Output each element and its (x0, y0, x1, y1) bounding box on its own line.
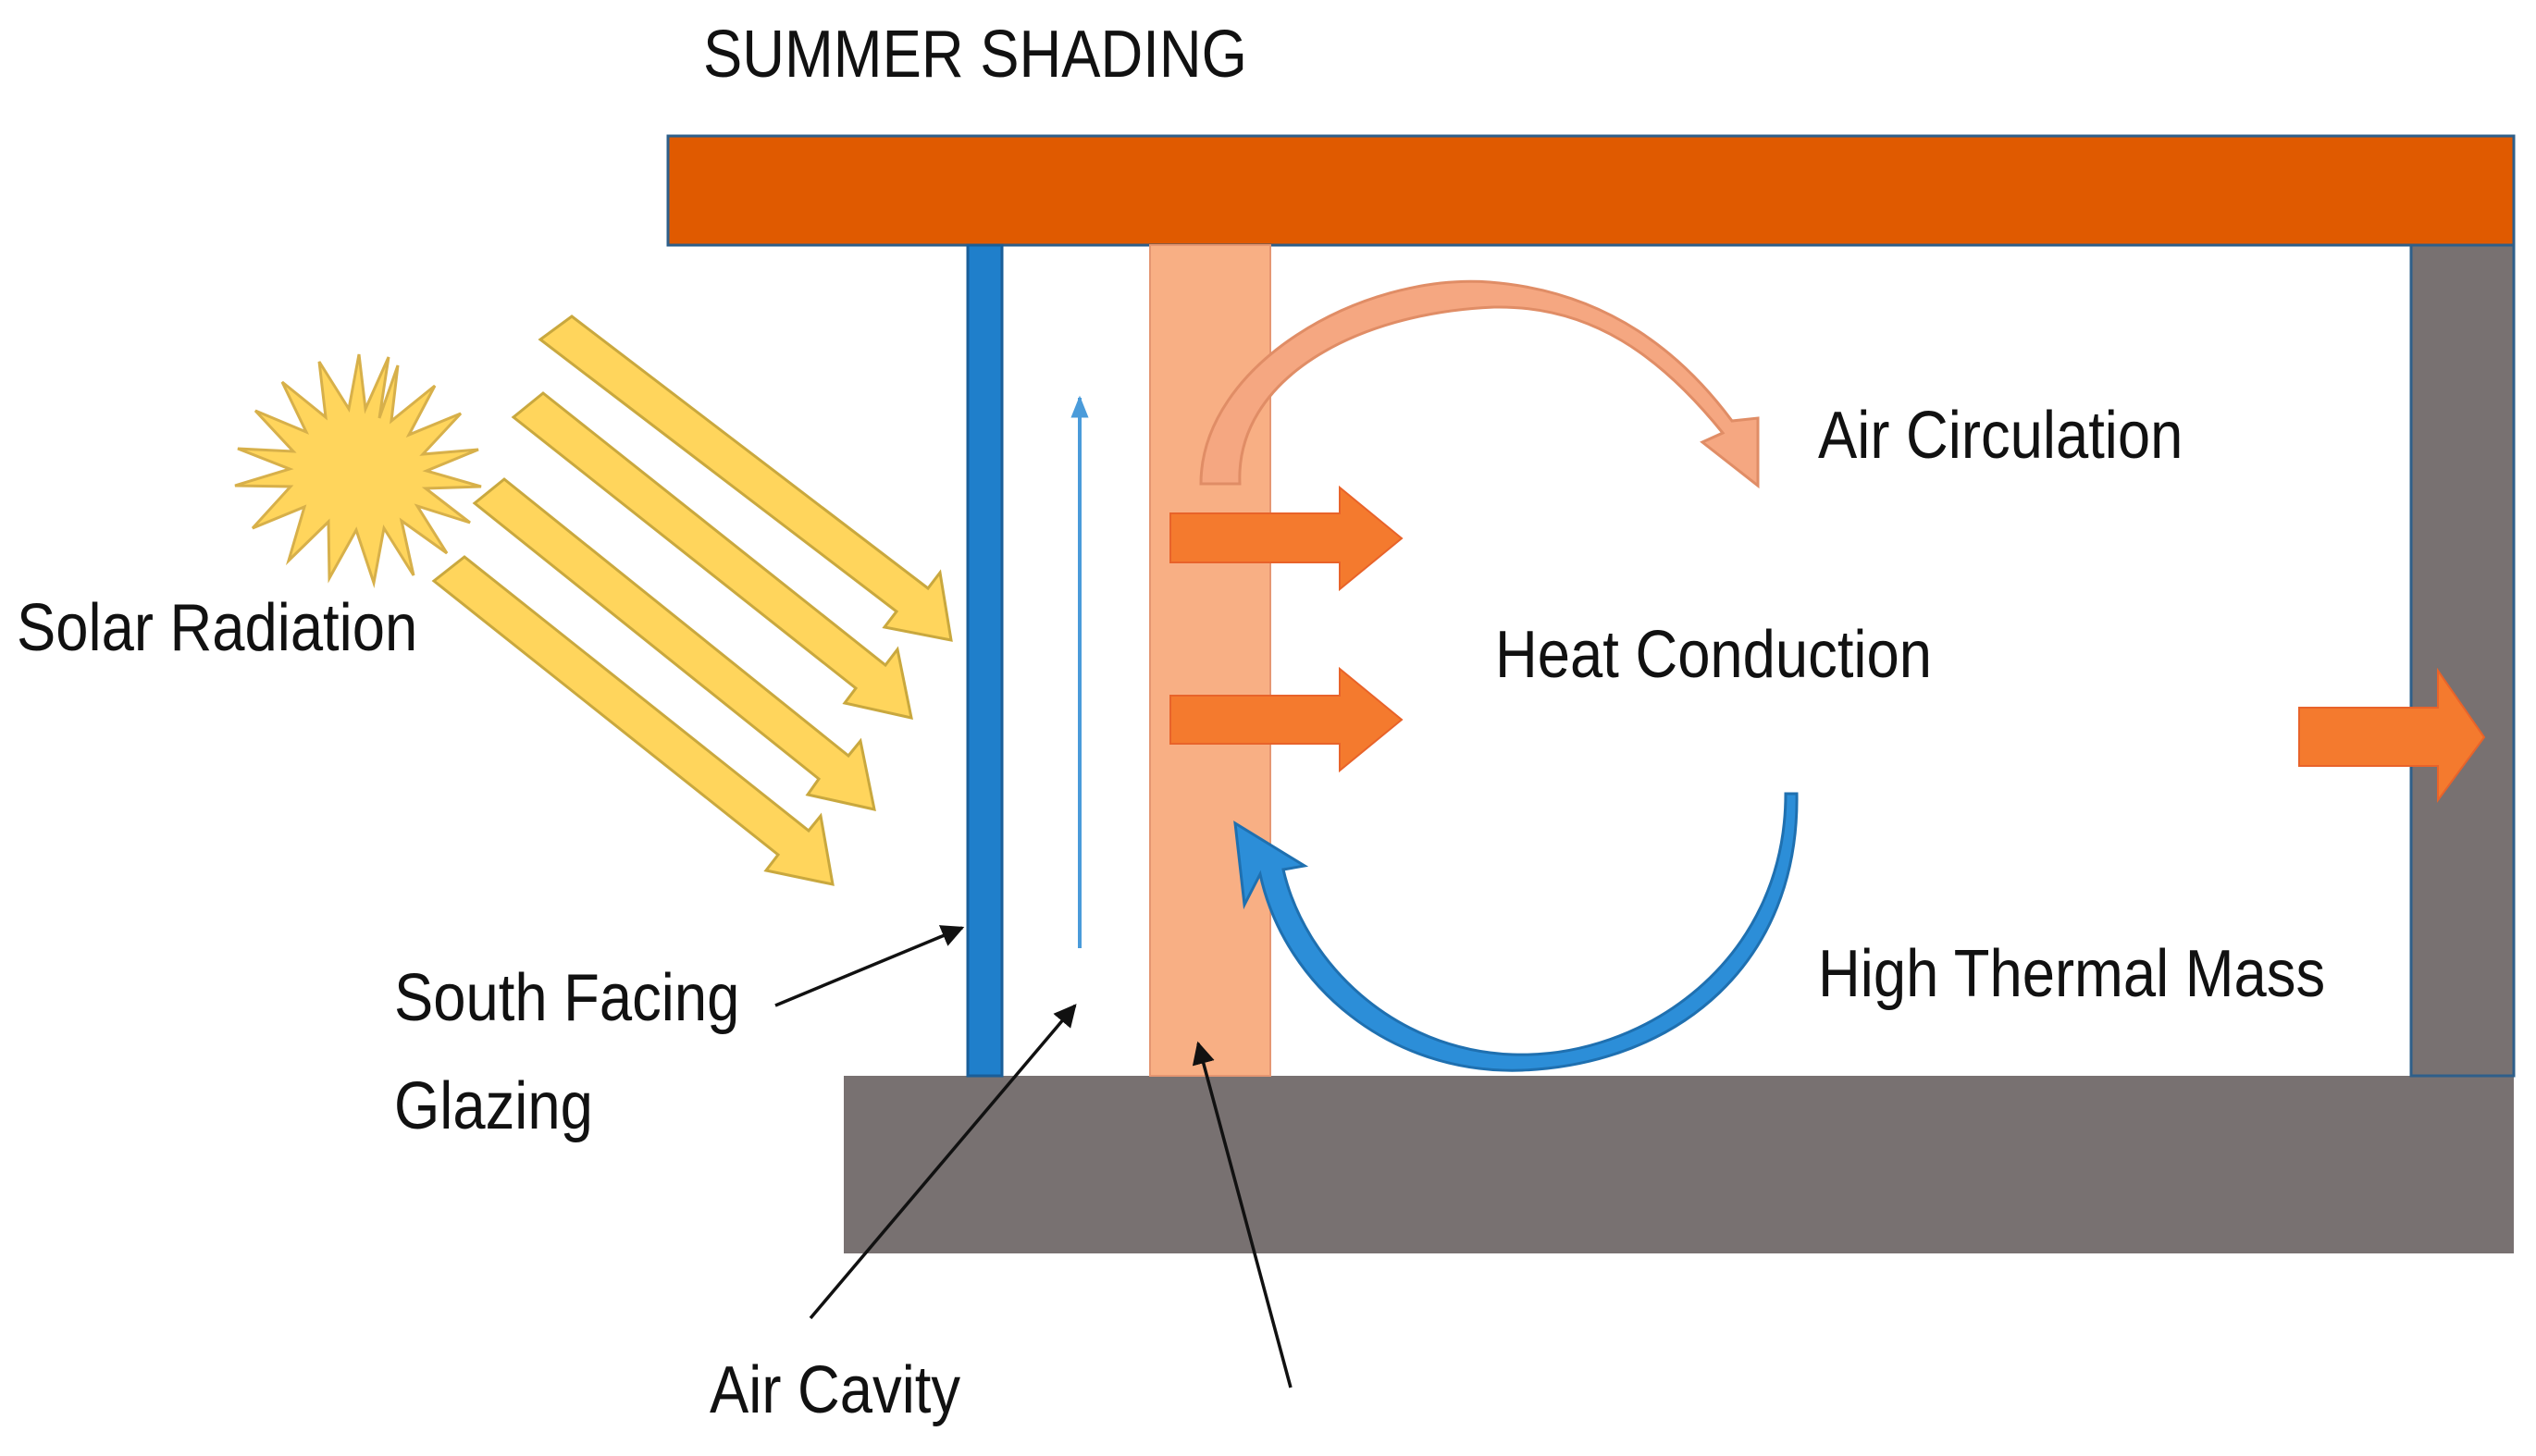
heat-arrow-icon (2298, 667, 2486, 804)
pointer-arrow (774, 925, 965, 1007)
high-thermal-mass-label: High Thermal Mass (1818, 937, 2326, 1011)
solar-rays (431, 315, 953, 886)
solar-ray-arrow (431, 555, 835, 886)
pointer-arrow (1192, 1041, 1293, 1388)
solar-ray-arrow (538, 315, 953, 642)
cool-air-return-curved-arrow (1233, 792, 1799, 1072)
south-facing-glazing-label-line2: Glazing (394, 1069, 593, 1143)
heat-arrow-icon (1169, 485, 1404, 592)
roof-overhang (666, 134, 2516, 247)
south-facing-glazing-label-line1: South Facing (394, 961, 740, 1035)
air-circulation-label: Air Circulation (1818, 399, 2183, 473)
air-cavity-label: Air Cavity (710, 1353, 961, 1427)
sun-icon (234, 353, 482, 588)
rear-wall (2409, 243, 2516, 1078)
solar-ray-arrow (472, 477, 876, 811)
heat-arrow-icon (1169, 666, 1404, 773)
solar-radiation-label: Solar Radiation (17, 591, 418, 665)
summer-shading-label: SUMMER SHADING (703, 18, 1247, 92)
heat-conduction-label: Heat Conduction (1495, 618, 1932, 692)
pointer-arrow (809, 1004, 1077, 1320)
floor-slab (844, 1076, 2514, 1253)
solar-ray-arrow (511, 391, 913, 720)
air-circulation-curved-arrow (1199, 279, 1760, 489)
south-facing-glazing (966, 243, 1004, 1078)
